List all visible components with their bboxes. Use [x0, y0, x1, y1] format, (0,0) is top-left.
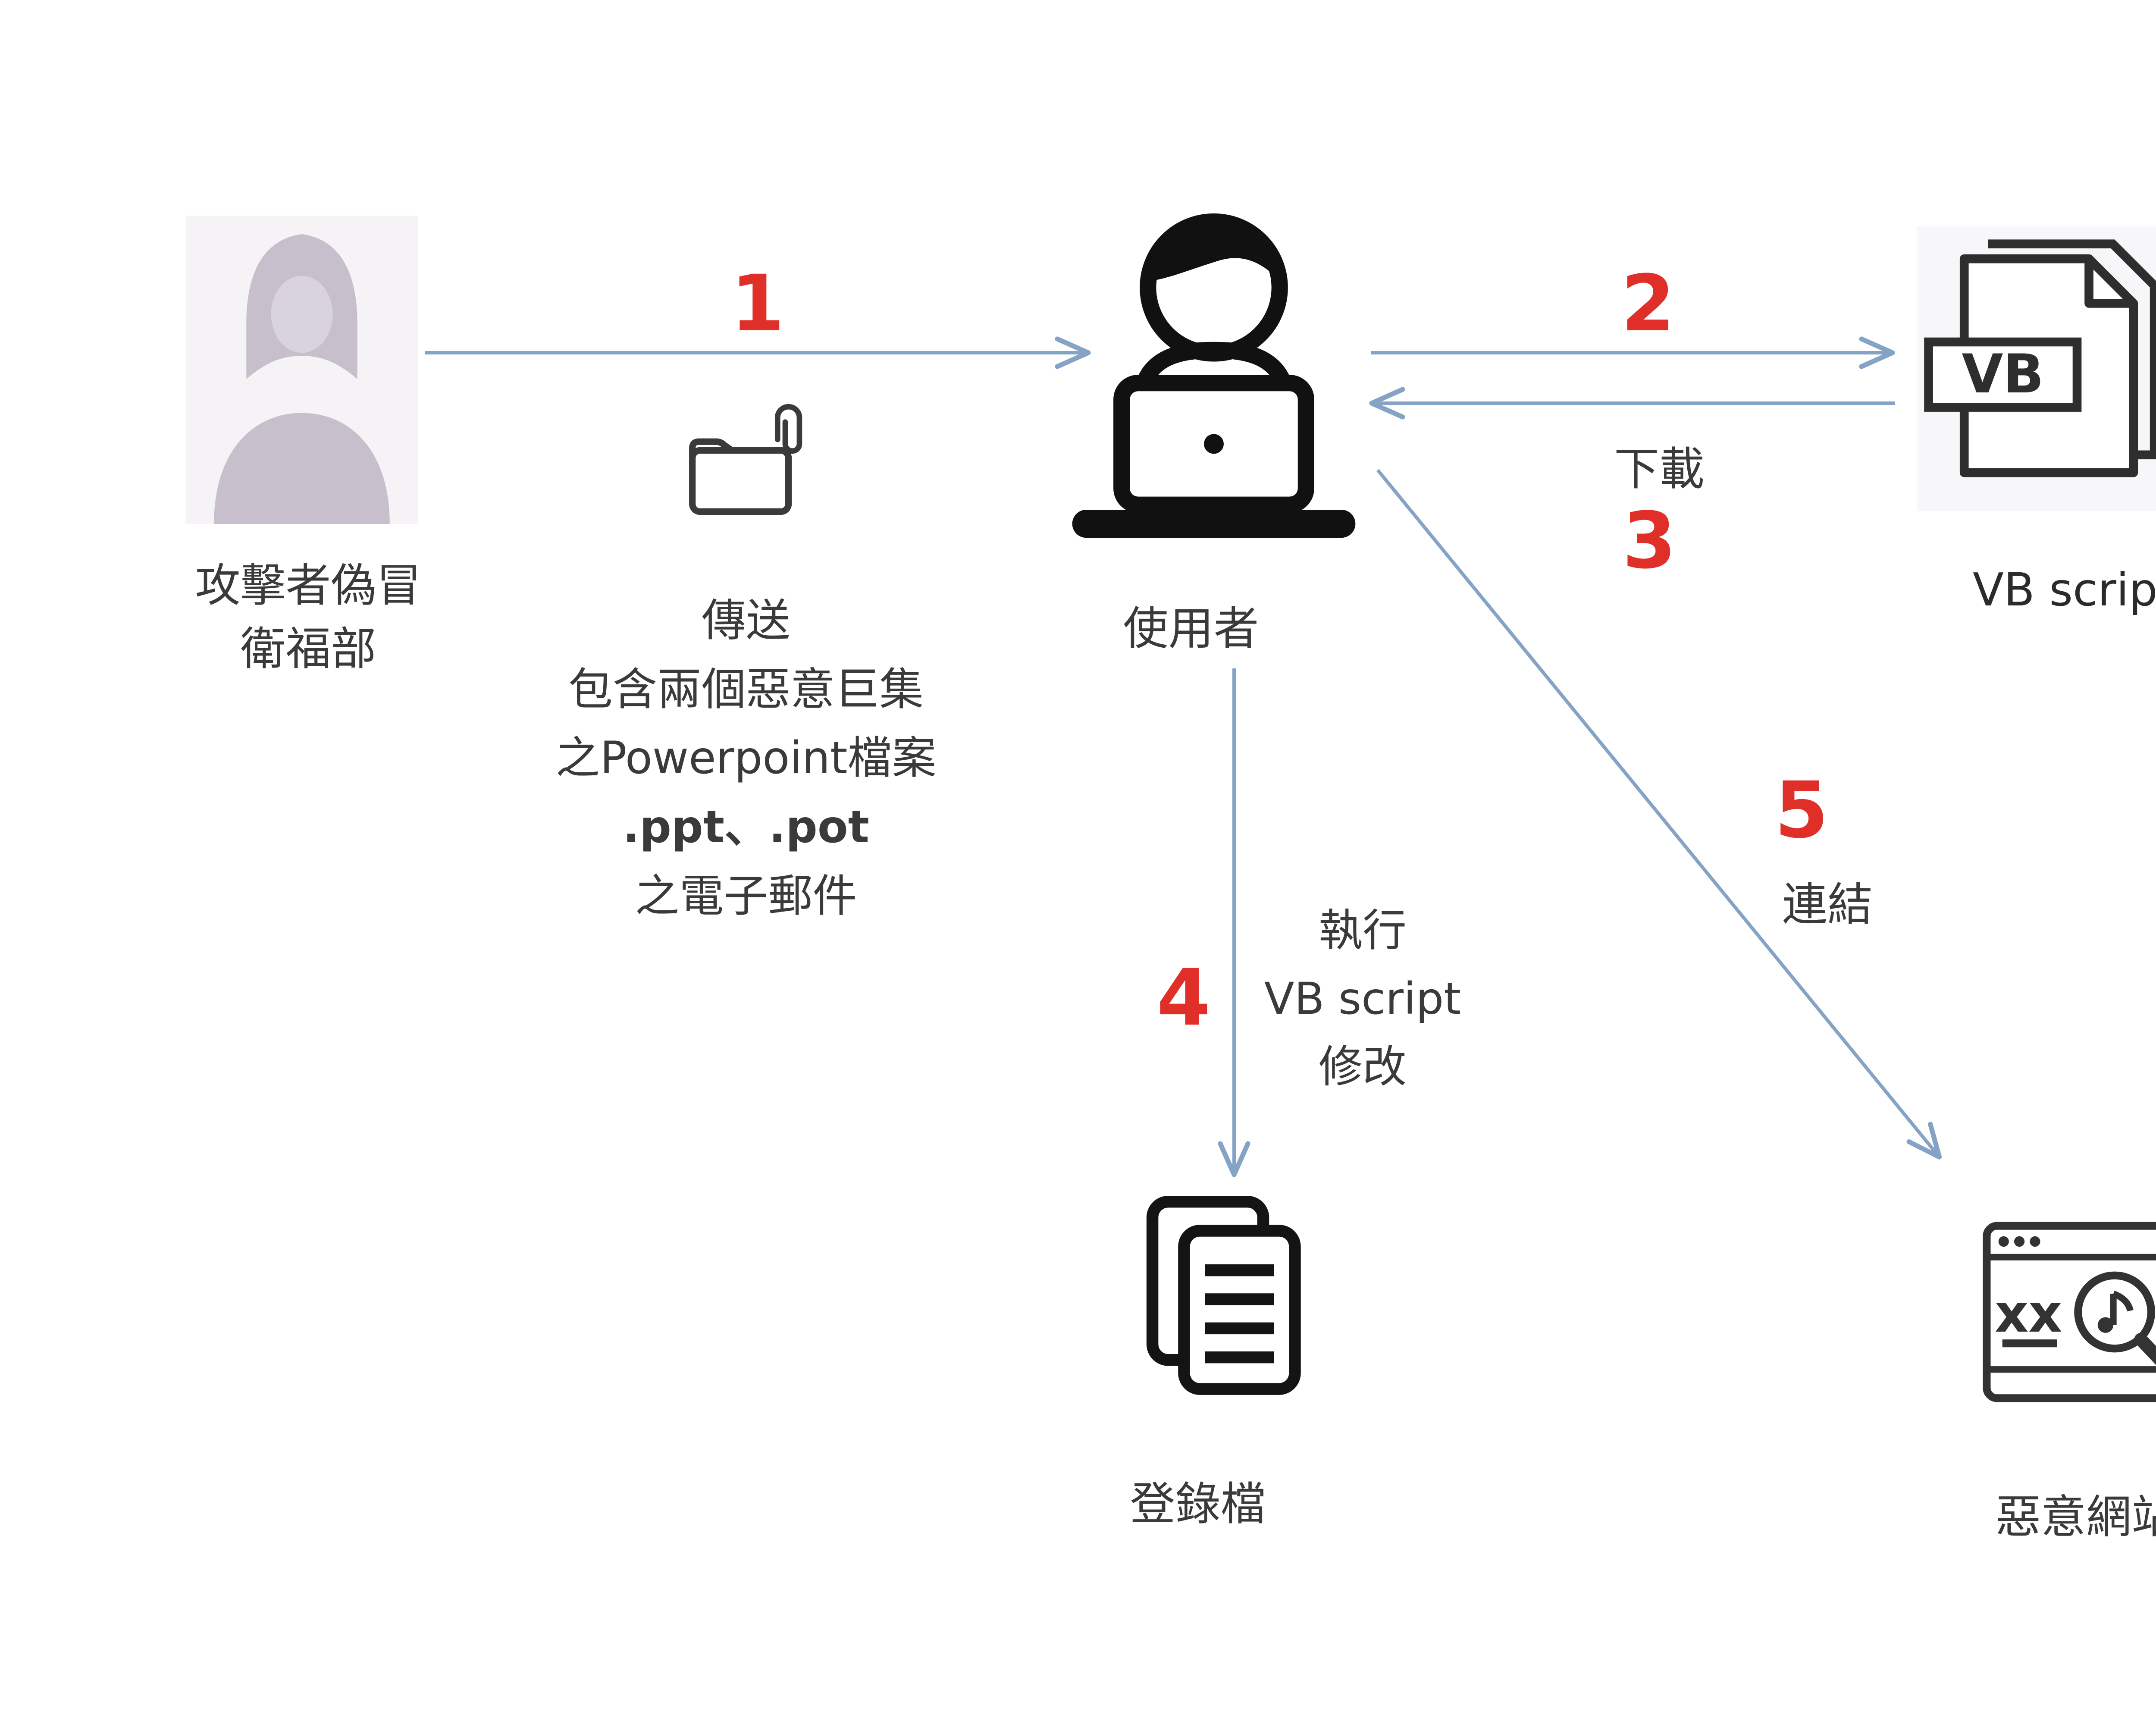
malicious-site-icon: xx: [1966, 1194, 2156, 1430]
vb-doc-fold: [2084, 259, 2134, 308]
vb-doc-back: [1988, 239, 2156, 460]
step1-number: 1: [730, 259, 785, 349]
user-icon: [1033, 183, 1395, 550]
folder-tab: [689, 438, 735, 461]
registry-icon: [1123, 1186, 1335, 1410]
user-shoulders: [1133, 342, 1294, 395]
folder-shape: [689, 447, 792, 515]
email-note-line5: 之電子郵件: [635, 870, 857, 922]
execute-label-line2: VB script: [1264, 973, 1461, 1025]
step4-number: 4: [1156, 953, 1211, 1043]
attacker-icon: [185, 216, 418, 524]
vb-badge-box: [1924, 337, 2082, 412]
music-note-head: [2097, 1317, 2114, 1333]
attacker-label-line1: 攻擊者偽冒: [195, 559, 422, 612]
email-note-line3: 之Powerpoint檔案: [555, 732, 937, 784]
paperclip-icon: [774, 404, 802, 454]
vb-script-label: VB script: [1973, 564, 2156, 616]
link-label: 連結: [1782, 878, 1873, 931]
magnifier-handle: [2134, 1332, 2156, 1365]
browser-dot-3: [2030, 1236, 2040, 1247]
vb-badge-text: VB: [1962, 343, 2044, 405]
vb-script-icon: VB: [1917, 226, 2156, 511]
execute-label-line3: 修改: [1318, 1041, 1407, 1093]
browser-window: [1983, 1222, 2156, 1402]
laptop-base: [1072, 510, 1356, 538]
attacker-label-line2: 衛福部: [240, 623, 376, 675]
site-xx-text: xx: [1995, 1283, 2062, 1344]
email-note-line4: .ppt、.pot: [623, 801, 869, 853]
download-label: 下載: [1614, 443, 1705, 495]
malicious-site-label: 惡意網站: [1995, 1491, 2156, 1543]
step2-number: 2: [1621, 259, 1675, 349]
step5-number: 5: [1774, 765, 1829, 856]
email-note: 傳送 包含兩個惡意巨集 之Powerpoint檔案 .ppt、.pot 之電子郵…: [555, 586, 936, 931]
laptop-dot: [1204, 434, 1224, 454]
step3-number: 3: [1622, 496, 1677, 586]
face-shape: [271, 276, 333, 353]
execute-label: 執行 VB script 修改: [1264, 897, 1461, 1101]
browser-dot-2: [2014, 1236, 2025, 1247]
email-note-line2: 包含兩個惡意巨集: [568, 663, 924, 715]
attacker-label: 攻擊者偽冒 衛福部: [195, 554, 421, 681]
email-note-line1: 傳送: [701, 595, 790, 646]
user-label: 使用者: [1123, 602, 1259, 655]
email-attachment-icon: [671, 399, 834, 533]
browser-dot-1: [1998, 1236, 2009, 1247]
user-hair: [1151, 222, 1277, 281]
execute-label-line1: 執行: [1318, 905, 1407, 956]
body-shape: [214, 413, 390, 524]
registry-label: 登錄檔: [1130, 1478, 1266, 1530]
doc-front: [1178, 1225, 1301, 1395]
music-note-flag: [2112, 1290, 2134, 1312]
